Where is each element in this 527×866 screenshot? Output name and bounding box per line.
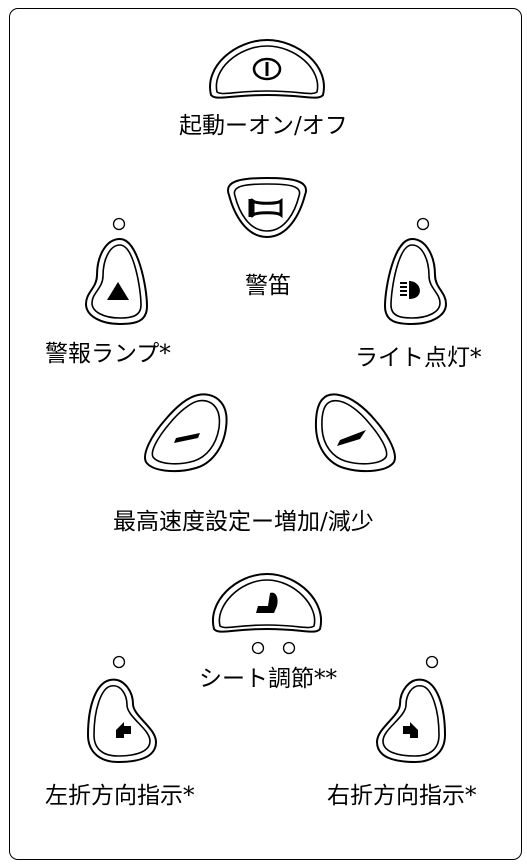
seat-indicator-led-1 [251, 641, 265, 655]
power-icon [252, 57, 282, 81]
horn-icon [248, 198, 283, 218]
power-label: 起動ーオン/オフ [179, 113, 348, 139]
right-turn-button[interactable] [375, 678, 447, 764]
hazard-label: 警報ランプ* [45, 341, 171, 367]
hazard-indicator-led [112, 217, 126, 231]
left-turn-label: 左折方向指示* [45, 783, 195, 809]
lights-button[interactable] [383, 237, 448, 326]
seat-icon [256, 592, 278, 613]
seat-label: シート調節** [199, 666, 337, 692]
max-speed-label: 最高速度設定ー増加/減少 [113, 509, 374, 535]
lights-label: ライト点灯* [355, 345, 482, 371]
seat-indicator-led-2 [282, 641, 296, 655]
hazard-triangle-icon [107, 282, 129, 300]
speed-decrease-icon [174, 433, 200, 443]
seat-adjust-button[interactable] [211, 572, 323, 633]
horn-label: 警笛 [245, 273, 291, 299]
speed-decrease-button[interactable] [144, 393, 228, 473]
lights-indicator-led [416, 217, 430, 231]
right-turn-label: 右折方向指示* [327, 783, 477, 809]
left-turn-indicator-led [112, 655, 126, 669]
speed-increase-icon [337, 430, 366, 446]
power-button[interactable] [209, 38, 325, 99]
hazard-button[interactable] [84, 237, 149, 326]
speed-increase-button[interactable] [314, 393, 396, 473]
headlight-icon [400, 281, 420, 299]
right-turn-indicator-led [425, 655, 439, 669]
arrow-left-icon [116, 722, 131, 738]
arrow-right-icon [403, 722, 418, 738]
left-turn-button[interactable] [86, 678, 158, 764]
horn-button[interactable] [226, 176, 308, 239]
